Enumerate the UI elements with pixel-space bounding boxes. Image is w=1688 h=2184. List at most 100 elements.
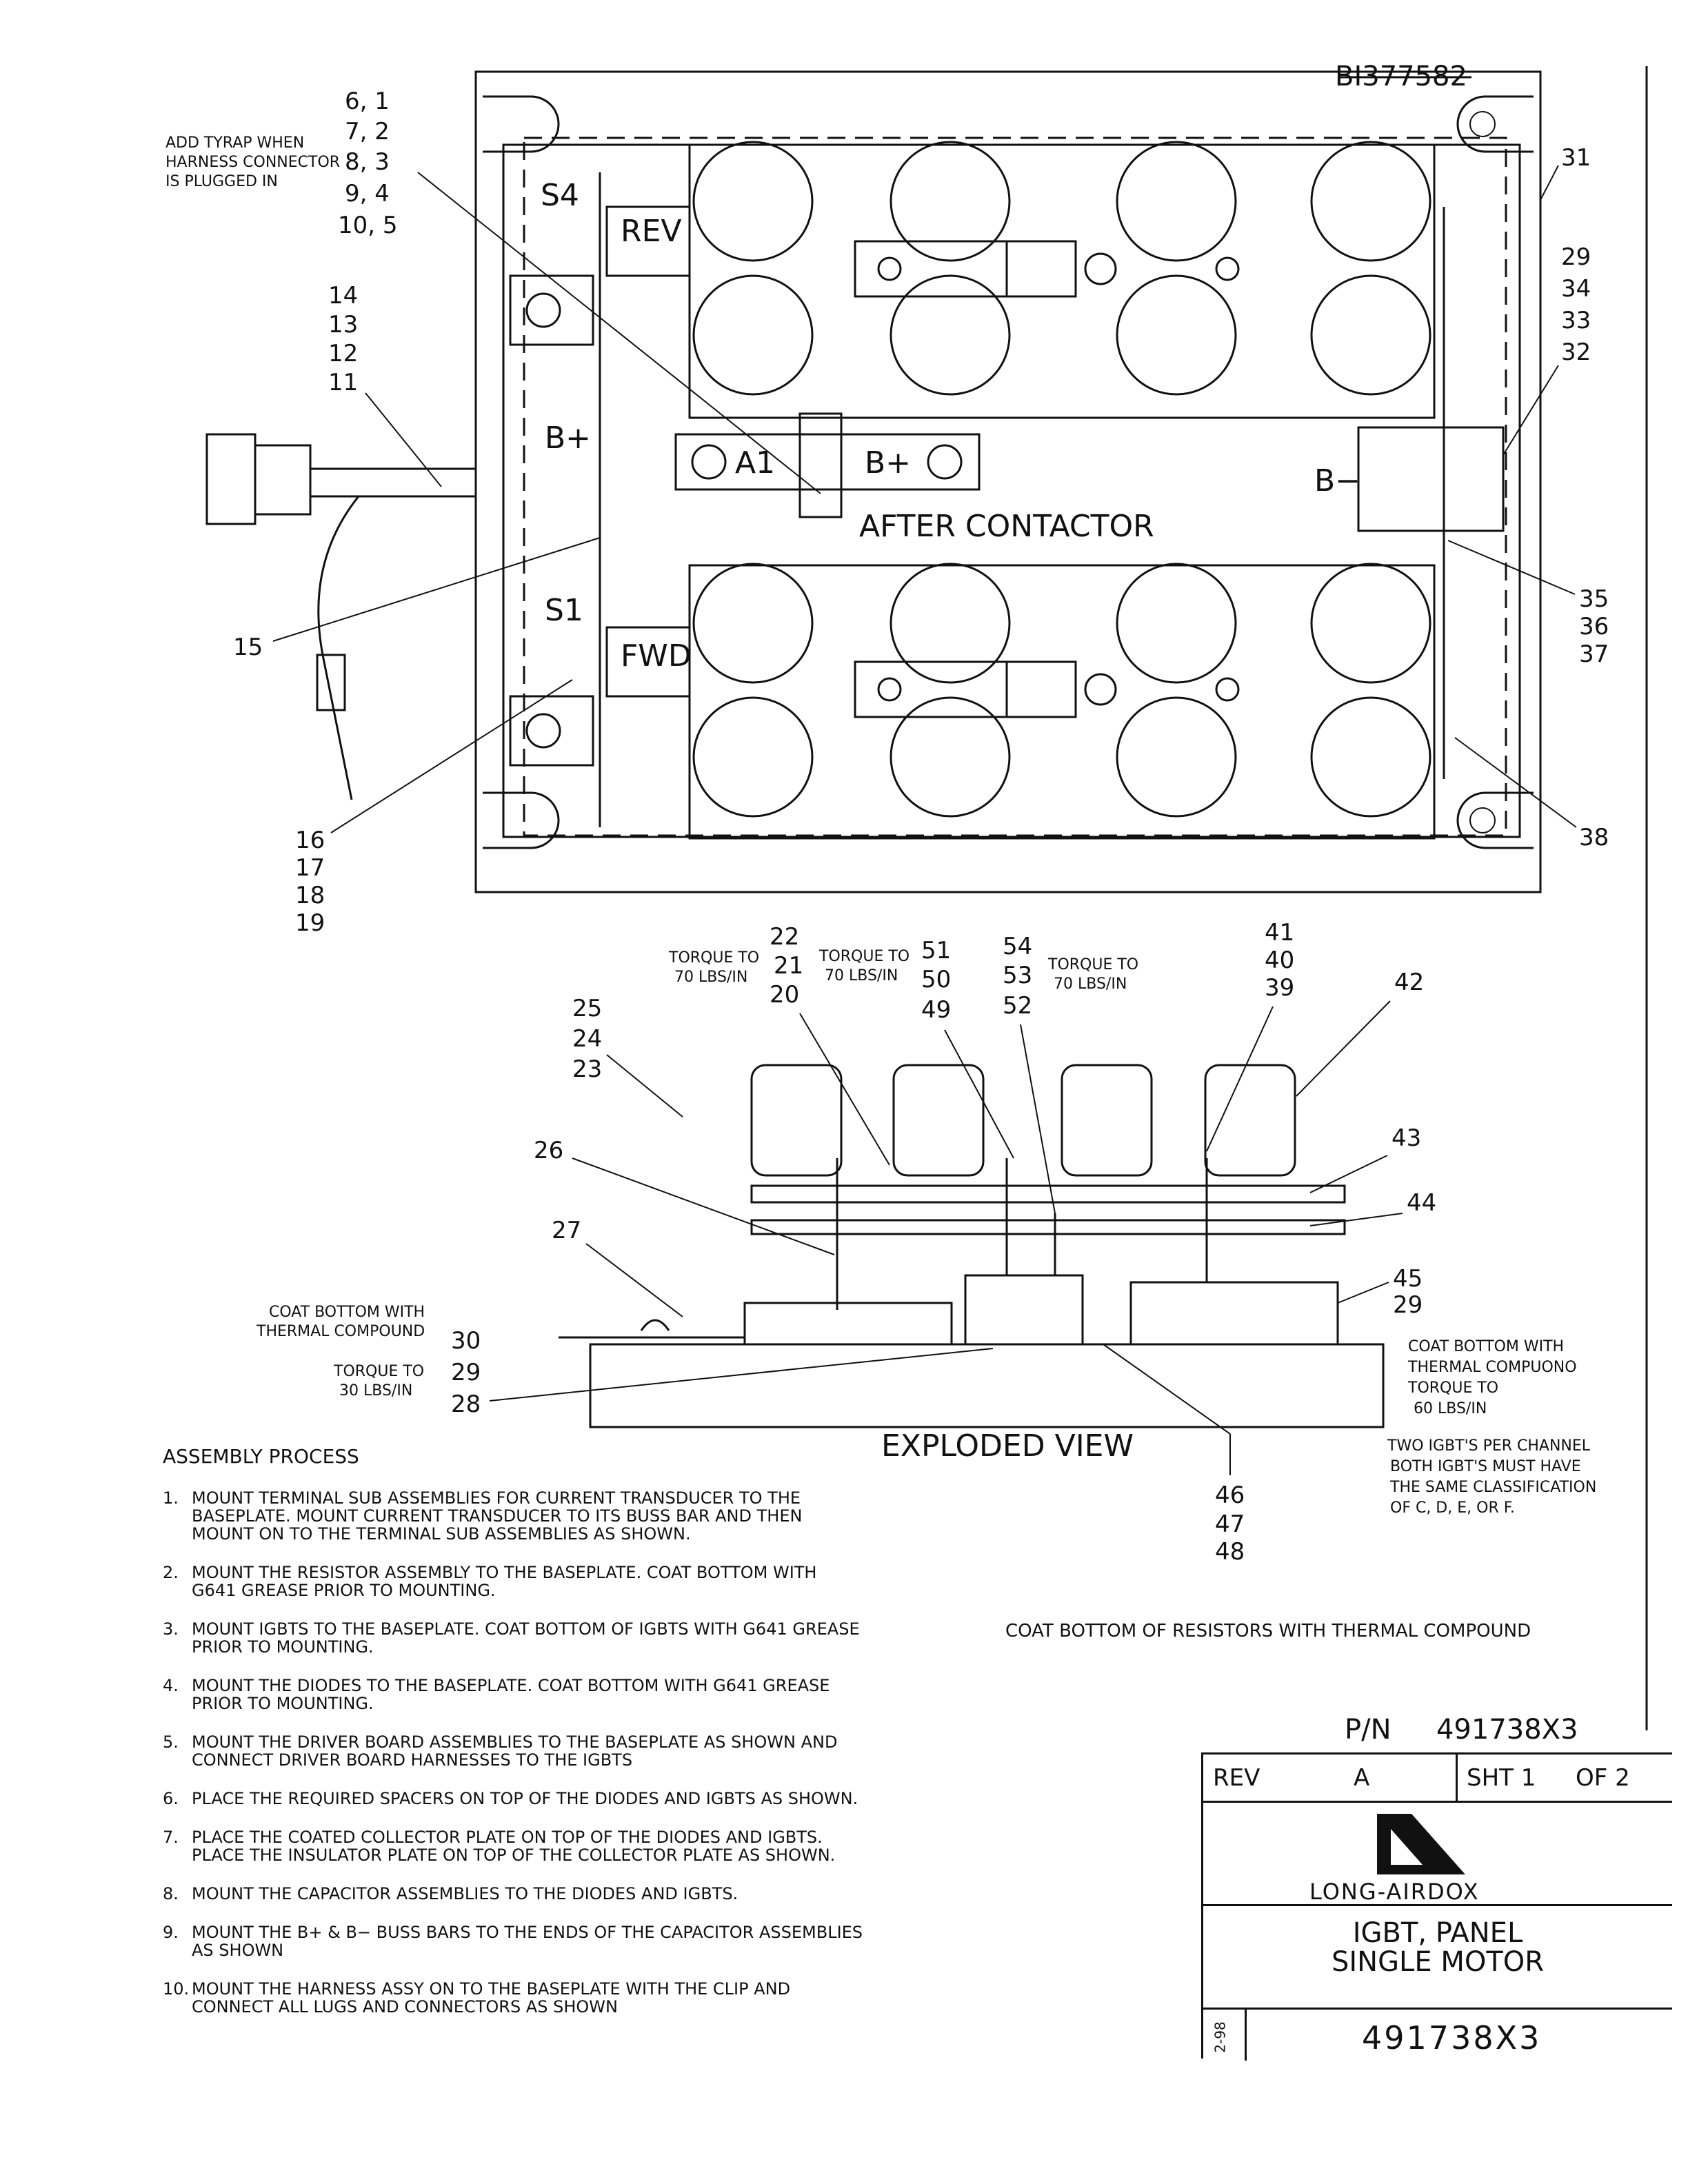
callout-15: 15 bbox=[233, 634, 263, 661]
assembly-step: 10.MOUNT THE HARNESS ASSY ON TO THE BASE… bbox=[163, 1980, 866, 2016]
harness-connector-body bbox=[254, 444, 312, 516]
mount-hole bbox=[1469, 111, 1496, 137]
leader bbox=[330, 679, 573, 833]
igbt-note-2: BOTH IGBT'S MUST HAVE bbox=[1390, 1458, 1581, 1475]
callout-27: 27 bbox=[552, 1217, 581, 1244]
step-number: 5. bbox=[163, 1732, 179, 1752]
rev-label: REV bbox=[1213, 1764, 1260, 1792]
callout-25: 25 bbox=[572, 995, 602, 1022]
slot-top-left bbox=[483, 95, 560, 153]
step-text: PLACE THE REQUIRED SPACERS ON TOP OF THE… bbox=[192, 1789, 858, 1808]
callout-37: 37 bbox=[1579, 640, 1609, 668]
capacitor-bank-lower bbox=[688, 564, 1436, 840]
diode-block-lower bbox=[1005, 660, 1077, 718]
screw-lower bbox=[877, 677, 902, 702]
capacitors-upper bbox=[692, 141, 1431, 396]
diode-block-upper bbox=[1005, 240, 1077, 298]
exploded-insulator-plate bbox=[750, 1219, 1346, 1235]
s1-label: S1 bbox=[545, 593, 583, 628]
center-busbar bbox=[674, 433, 981, 491]
assembly-step: 3. MOUNT IGBTS TO THE BASEPLATE. COAT BOT… bbox=[163, 1620, 866, 1656]
assembly-step: 9.MOUNT THE B+ & B− BUSS BARS TO THE END… bbox=[163, 1923, 866, 1959]
callout-42: 42 bbox=[1394, 969, 1424, 996]
title-block: REV A SHT 1 OF 2 LONG-AIRDOX IGBT, PANEL… bbox=[1201, 1752, 1672, 2061]
leader bbox=[1309, 1155, 1388, 1193]
exploded-capacitors bbox=[750, 1064, 1296, 1177]
capacitor-bank-upper bbox=[688, 143, 1436, 419]
bplus-label: B+ bbox=[545, 421, 591, 456]
step-number: 1. bbox=[163, 1488, 179, 1508]
fwd-label: FWD bbox=[621, 638, 692, 674]
after-contactor-label: AFTER CONTACTOR bbox=[859, 509, 1154, 544]
long-airdox-logo-icon bbox=[1377, 1814, 1465, 1874]
terminal-block-upper bbox=[509, 274, 594, 346]
coat-right-1: COAT BOTTOM WITH bbox=[1408, 1338, 1564, 1355]
callout-23: 23 bbox=[572, 1055, 602, 1083]
callout-34: 34 bbox=[1561, 275, 1591, 303]
callout-24: 24 bbox=[572, 1025, 602, 1053]
torque-c-1: TORQUE TO bbox=[1047, 956, 1138, 973]
rev-value: A bbox=[1354, 1764, 1370, 1792]
coat-left-1: COAT BOTTOM WITH bbox=[269, 1304, 425, 1321]
revision-date: 2-98 bbox=[1212, 2021, 1229, 2053]
title-row: IGBT, PANEL SINGLE MOTOR bbox=[1203, 1904, 1672, 2010]
leader bbox=[1296, 1000, 1391, 1097]
assembly-step: 4. MOUNT THE DIODES TO THE BASEPLATE. COA… bbox=[163, 1677, 866, 1712]
assembly-step: 8. MOUNT THE CAPACITOR ASSEMBLIES TO THE … bbox=[163, 1885, 866, 1903]
callout-29: 29 bbox=[1561, 243, 1591, 271]
s4-label: S4 bbox=[541, 178, 579, 213]
callout-54: 54 bbox=[1003, 933, 1032, 960]
callout-13: 13 bbox=[328, 311, 358, 338]
callout-53: 53 bbox=[1003, 962, 1032, 989]
leader bbox=[1540, 165, 1559, 201]
company-name: LONG-AIRDOX bbox=[1309, 1879, 1480, 1905]
step-text: MOUNT IGBTS TO THE BASEPLATE. COAT BOTTO… bbox=[192, 1619, 860, 1657]
exploded-baseplate bbox=[589, 1343, 1385, 1428]
assembly-step: 2.MOUNT THE RESISTOR ASSEMBLY TO THE BAS… bbox=[163, 1564, 866, 1599]
slot-bottom-right bbox=[1456, 791, 1534, 849]
harness-connector bbox=[205, 433, 257, 525]
step-text: MOUNT TERMINAL SUB ASSEMBLIES FOR CURREN… bbox=[192, 1488, 803, 1544]
step-number: 4. bbox=[163, 1676, 179, 1695]
terminal-block-lower bbox=[509, 695, 594, 767]
bus-strap-upper bbox=[854, 240, 1077, 298]
callout-48: 48 bbox=[1215, 1538, 1245, 1566]
callout-47: 47 bbox=[1215, 1510, 1245, 1538]
callout-17: 17 bbox=[295, 854, 325, 882]
step-text: PLACE THE COATED COLLECTOR PLATE ON TOP … bbox=[192, 1828, 836, 1865]
callout-11: 11 bbox=[328, 369, 358, 396]
leader bbox=[1503, 365, 1559, 456]
igbt-note-1: TWO IGBT'S PER CHANNEL bbox=[1387, 1437, 1591, 1455]
callout-18: 18 bbox=[295, 882, 325, 909]
torque-left-1: TORQUE TO bbox=[333, 1363, 424, 1380]
slot-top-right bbox=[1456, 95, 1534, 153]
callout-7-2: 7, 2 bbox=[345, 118, 390, 145]
torque-b-1: TORQUE TO bbox=[818, 948, 910, 965]
assembly-step: 1. MOUNT TERMINAL SUB ASSEMBLIES FOR CURR… bbox=[163, 1489, 866, 1543]
tyrap-note-1: ADD TYRAP WHEN bbox=[165, 134, 304, 152]
terminal-stud-lower bbox=[525, 713, 561, 749]
exploded-view: EXPLODED VIEW 22 21 20 TORQUE TO 70 LBS/… bbox=[256, 919, 1596, 1641]
number-row: 2-98 491738X3 bbox=[1203, 2008, 1672, 2061]
callout-14: 14 bbox=[328, 282, 358, 310]
rev-label: REV bbox=[621, 214, 681, 249]
step-text: MOUNT THE CAPACITOR ASSEMBLIES TO THE DI… bbox=[192, 1884, 738, 1903]
step-number: 3. bbox=[163, 1619, 179, 1639]
step-number: 8. bbox=[163, 1884, 179, 1903]
coat-right-3: TORQUE TO bbox=[1407, 1379, 1498, 1397]
callout-22: 22 bbox=[770, 923, 799, 951]
callout-29-c: 29 bbox=[451, 1359, 481, 1386]
callout-6-1: 6, 1 bbox=[345, 88, 390, 115]
leader bbox=[1103, 1344, 1231, 1435]
step-text: MOUNT THE DIODES TO THE BASEPLATE. COAT … bbox=[192, 1676, 830, 1713]
callout-40: 40 bbox=[1265, 947, 1294, 974]
step-text: MOUNT THE DRIVER BOARD ASSEMBLIES TO THE… bbox=[192, 1732, 838, 1770]
exploded-igbt-left bbox=[743, 1302, 953, 1346]
step-number: 6. bbox=[163, 1789, 179, 1808]
slot-bottom-left bbox=[483, 791, 560, 849]
sheet-number: SHT 1 bbox=[1467, 1764, 1536, 1792]
callout-12: 12 bbox=[328, 340, 358, 367]
drawing-number: 491738X3 bbox=[1362, 2019, 1542, 2056]
callout-20: 20 bbox=[770, 981, 799, 1009]
